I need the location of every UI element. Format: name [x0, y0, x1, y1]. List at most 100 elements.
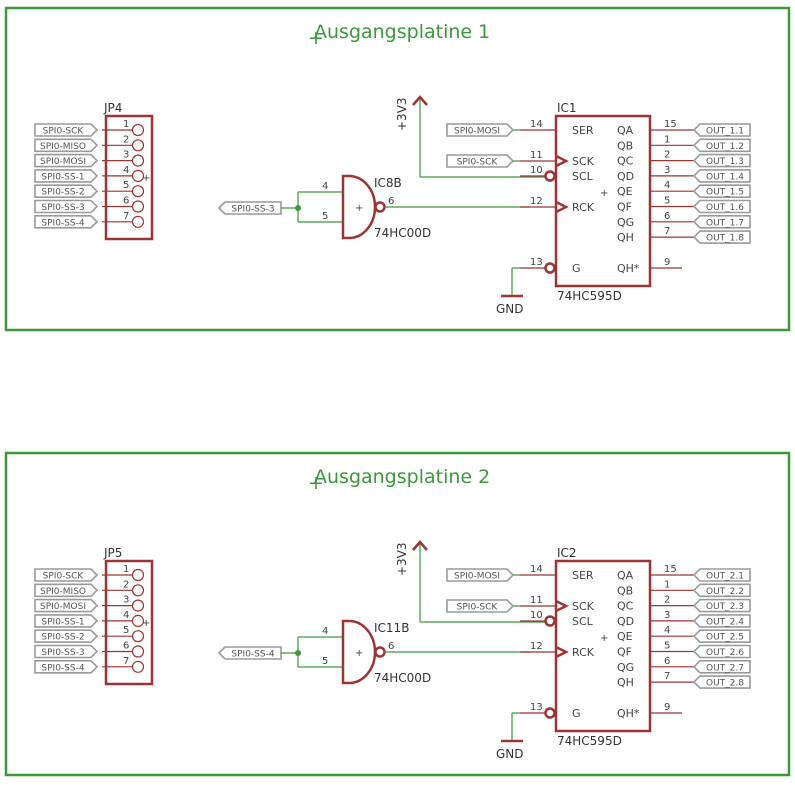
gate-pin-number: 4: [322, 181, 328, 192]
ic-pin-number: 9: [664, 257, 670, 268]
net-label: SPI0-SCK: [457, 603, 499, 613]
ic-pin-name: G: [572, 262, 581, 275]
net-label-shape: [692, 614, 751, 628]
sheet-frame: [4, 6, 791, 332]
ic-pin-bubble: [544, 170, 556, 182]
net-label-shape: [692, 123, 751, 137]
gate-name: IC11B: [374, 621, 409, 635]
ic-pin-name: QG: [617, 661, 634, 674]
gate-pin-number: 6: [388, 196, 394, 207]
ic-pin-number: 6: [664, 656, 670, 667]
net-label: OUT_1.3: [706, 157, 744, 167]
ic-pin-bubble: [544, 262, 556, 274]
gate-pin-number: 6: [388, 641, 394, 652]
connector-pin-number: 5: [123, 180, 129, 191]
net-label: SPI0-SCK: [457, 158, 499, 168]
ic-pin-number: 13: [530, 702, 543, 713]
connector-pin-number: 4: [123, 165, 129, 176]
ic-pin-number: 2: [664, 150, 670, 161]
ic-body: [554, 559, 652, 733]
connector-pin: [131, 568, 145, 582]
ic-pin-name: QC: [617, 155, 634, 168]
connector-origin-mark: +: [142, 618, 150, 629]
ic-pin-number: 9: [664, 702, 670, 713]
net-label-shape: [692, 153, 751, 168]
net-label: OUT_2.4: [706, 617, 744, 627]
ic-pin-number: 2: [664, 595, 670, 606]
connector-pin: [131, 584, 145, 597]
connector-pin-number: 2: [123, 579, 129, 590]
net-label-shape: [34, 184, 99, 198]
ground-label: GND: [496, 302, 524, 316]
ic-pin-name: QB: [617, 584, 633, 597]
net-label: OUT_2.2: [706, 587, 744, 597]
gate-origin-mark: +: [355, 203, 363, 214]
ic-pin-name: SCL: [572, 170, 594, 183]
net-label: SPI0-SCK: [43, 572, 85, 582]
connector-pin-number: 6: [123, 641, 129, 652]
net-label: SPI0-SS-3: [41, 203, 84, 213]
ic-pin-name: QC: [617, 600, 634, 613]
ic-pin-name: QB: [617, 139, 633, 152]
ic-pin-number: 1: [664, 579, 670, 590]
net-label: OUT_2.7: [706, 663, 744, 673]
ic-pin-number: 7: [664, 226, 670, 237]
ic-pin-name: SCK: [572, 155, 595, 168]
ic-pin-number: 12: [530, 641, 543, 652]
sheet-frame: [4, 451, 791, 777]
ic-pin-number: 5: [664, 196, 670, 207]
net-label: OUT_1.6: [706, 203, 744, 213]
ic-pin-number: 4: [664, 180, 670, 191]
net-label: SPI0-SS-4: [41, 663, 84, 673]
ic-name: IC1: [557, 101, 577, 115]
net-label: OUT_2.6: [706, 648, 744, 658]
net-label: OUT_2.5: [706, 633, 744, 643]
ic-pin-name: SER: [572, 569, 594, 582]
sheet-title: Ausgangsplatine 1: [314, 21, 490, 43]
ic-pin-number: 11: [530, 150, 543, 161]
net-label: SPI0-SS-2: [41, 633, 84, 643]
net-label-shape: [34, 138, 99, 153]
net-label-shape: [34, 169, 99, 183]
net-label: SPI0-MISO: [40, 142, 86, 152]
net-label-shape: [446, 599, 515, 613]
connector-pin: [131, 123, 145, 137]
ic-pin-number: 13: [530, 257, 543, 268]
connector-body: [104, 559, 154, 686]
connector-pin: [131, 139, 145, 152]
sheet-title: Ausgangsplatine 2: [314, 466, 490, 488]
net-label: OUT_1.4: [706, 172, 744, 182]
clock-input-marker: [555, 645, 569, 659]
connector-name: JP4: [103, 101, 122, 115]
net-label-shape: [34, 153, 99, 168]
net-label: SPI0-SS-3: [231, 205, 274, 215]
connector-pin: [131, 154, 145, 167]
net-label-shape: [34, 583, 99, 598]
ic-pin-name: SCK: [572, 600, 595, 613]
net-label-shape: [34, 614, 99, 628]
connector-pin-number: 6: [123, 196, 129, 207]
ic-pin-number: 10: [530, 165, 543, 176]
net-label: OUT_2.8: [706, 679, 744, 689]
net-label: SPI0-MOSI: [454, 572, 500, 582]
ic-pin-name: RCK: [572, 646, 595, 659]
net-label-shape: [692, 644, 751, 659]
net-label-shape: [692, 184, 751, 198]
net-label: SPI0-MOSI: [454, 127, 500, 137]
ic-name: IC2: [557, 546, 577, 560]
supply-arrow: [412, 540, 428, 551]
net-label: SPI0-SS-4: [41, 218, 84, 228]
net-label-shape: [692, 660, 751, 674]
net-label-shape: [34, 660, 99, 674]
ic-origin-mark: +: [600, 188, 608, 199]
nand-inverter-bubble: [374, 201, 386, 213]
supply-label: +3V3: [395, 97, 409, 131]
net-label-shape: [34, 598, 99, 613]
connector-body: [104, 114, 154, 241]
ic-pin-name: QH*: [617, 707, 640, 720]
ic-pin-name: SER: [572, 124, 594, 137]
net-label-shape: [446, 123, 515, 137]
ic-value: 74HC595D: [557, 289, 622, 303]
net-label: SPI0-SS-3: [41, 648, 84, 658]
ic-pin-number: 3: [664, 610, 670, 621]
